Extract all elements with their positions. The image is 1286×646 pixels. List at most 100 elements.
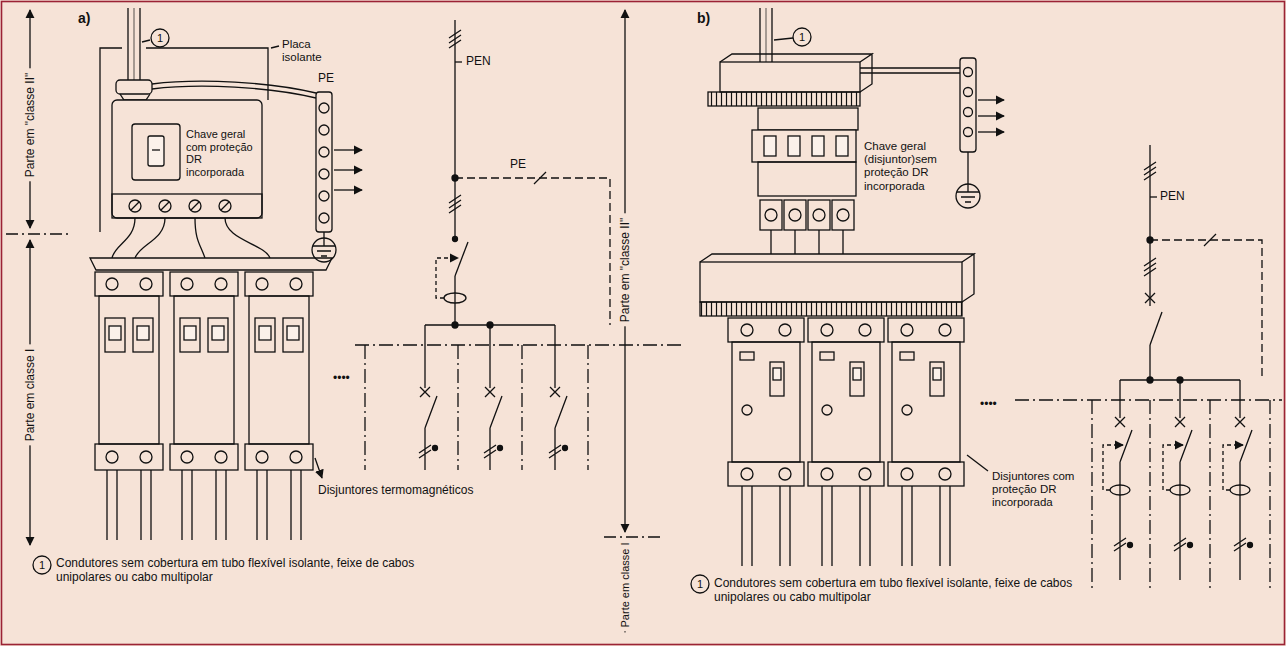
terminal-block [784, 200, 806, 230]
terminal-block [758, 108, 858, 130]
switch-lever [148, 136, 164, 166]
continuation-dots: •••• [980, 398, 997, 412]
test-button [740, 352, 754, 360]
wires [771, 230, 843, 254]
hatch-mark [1144, 258, 1156, 276]
breaker-toggle [773, 368, 781, 380]
terminal-block [760, 200, 782, 230]
pen-tick [1150, 196, 1157, 197]
callout-circle [691, 575, 709, 593]
trunking [720, 62, 860, 92]
hatch-mark [1204, 234, 1216, 246]
breaker-toggle [287, 326, 299, 340]
conductor-label: PEN [1160, 190, 1185, 204]
breaker-toggle [788, 136, 800, 156]
terminal-screw [837, 209, 849, 221]
part-label: Placa isolante [282, 38, 342, 64]
pe-arrow [334, 189, 362, 190]
comb-terminal [700, 302, 962, 316]
ground-symbol [956, 184, 980, 208]
circuit-breaker [170, 272, 238, 540]
junction-dot [1147, 377, 1153, 383]
contact-dot [453, 237, 458, 242]
pe-bar [316, 92, 332, 232]
cables [107, 470, 151, 540]
terminal-screw [140, 451, 152, 463]
terminal-screw [859, 324, 871, 336]
contact-dot [1128, 543, 1133, 548]
terminal-screw [106, 278, 118, 290]
pe-screw [319, 125, 329, 135]
screw-slot [131, 202, 229, 210]
terminal-block [808, 200, 830, 230]
breaker-cross [1145, 293, 1155, 303]
part-label: Chave geral com proteção DR incorporada [186, 128, 258, 179]
breaker-toggle [255, 318, 275, 352]
main-breaker-body [752, 130, 856, 162]
terminal-block [728, 318, 804, 342]
breaker-toggle [770, 362, 784, 396]
terminal-screw [741, 324, 753, 336]
class-zone-label: Parte em "classe II" [619, 214, 631, 327]
terminal-block [832, 200, 854, 230]
test-button [820, 352, 834, 360]
leader-arrow [315, 458, 322, 478]
breaker-toggle [283, 318, 303, 352]
main-breaker-body [758, 162, 856, 196]
breaker-body [892, 342, 960, 462]
breaker-body [174, 296, 234, 444]
breaker-toggle [930, 362, 944, 396]
dr-link [436, 258, 458, 298]
callout-circle [33, 556, 51, 574]
pe-dashed [1150, 240, 1262, 380]
part-label: Disjuntores com proteção DR incorporada [992, 470, 1087, 510]
pe-screw [964, 88, 973, 97]
class-boundary [6, 233, 72, 234]
terminal-block [728, 462, 804, 486]
part-b [604, 8, 1282, 632]
leader-line [774, 38, 793, 40]
dr-link [1163, 445, 1183, 490]
leader-line [142, 40, 150, 42]
dr-toroid [1170, 485, 1190, 495]
enclosure-line [355, 345, 685, 470]
breaker-toggle [137, 326, 149, 340]
dr-toroid [1230, 485, 1250, 495]
part-label: Disjuntores termomagnéticos [318, 484, 473, 498]
dr-toroid [1110, 485, 1130, 495]
pe-screw [319, 191, 329, 201]
cable-gland [116, 80, 152, 94]
callout-circle [151, 29, 169, 47]
pe-arrow [334, 169, 362, 170]
contact-dot [498, 446, 503, 451]
circuit-breaker [245, 272, 313, 540]
main-switch-body [112, 100, 262, 218]
terminal-screw [290, 278, 302, 290]
breaker-body [249, 296, 309, 444]
pe-screw [319, 147, 329, 157]
pe-screw [964, 108, 973, 117]
breaker-toggle [812, 136, 824, 156]
breaker-toggle [184, 326, 196, 340]
terminal-block [245, 272, 313, 296]
terminal-screw [901, 468, 913, 480]
class-zone-label: Parte em "classe II" [24, 69, 36, 182]
terminal-screw [813, 209, 825, 221]
trunking [720, 54, 872, 92]
terminal-block [170, 272, 238, 296]
breaker-toggle [109, 326, 121, 340]
breaker-toggle [850, 362, 864, 396]
leader-line [271, 46, 279, 48]
terminal-screw [256, 278, 268, 290]
terminal-screw [902, 405, 912, 415]
callout-number: 1 [697, 579, 703, 590]
dr-link [1103, 445, 1123, 490]
breaker-toggle [105, 318, 125, 352]
cable-gland [120, 94, 150, 100]
section-label: b) [697, 10, 710, 26]
pe-dashed [455, 178, 610, 325]
callout-number: 1 [157, 33, 163, 44]
terminal-block [888, 318, 964, 342]
